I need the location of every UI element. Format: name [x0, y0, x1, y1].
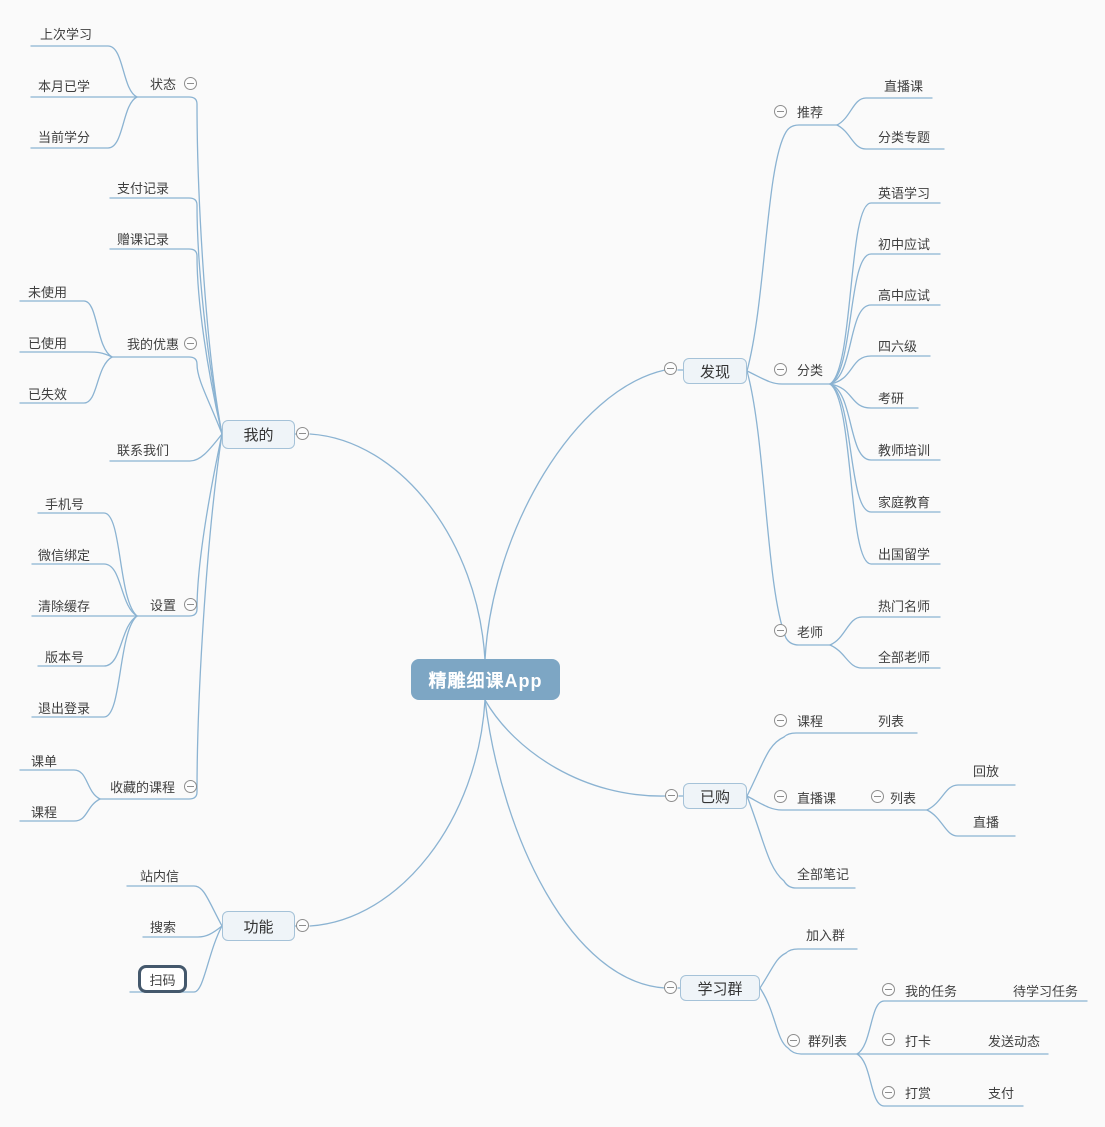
node-clear-cache[interactable]: 清除缓存: [38, 599, 91, 614]
node-course-lists[interactable]: 课单: [31, 754, 58, 769]
node-unused[interactable]: 未使用: [28, 285, 68, 300]
node-month-learned[interactable]: 本月已学: [38, 79, 91, 94]
node-category-topics[interactable]: 分类专题: [878, 130, 931, 145]
collapse-settings-button[interactable]: [184, 598, 197, 611]
node-family-education[interactable]: 家庭教育: [878, 495, 931, 510]
node-hot-teachers[interactable]: 热门名师: [878, 599, 931, 614]
node-collected-courses[interactable]: 收藏的课程: [110, 780, 176, 795]
collapse-purchased-course-button[interactable]: [774, 714, 787, 727]
topic-purchased[interactable]: 已购: [683, 783, 747, 809]
collapse-recommend-button[interactable]: [774, 105, 787, 118]
node-scan-code-selected[interactable]: 扫码: [138, 965, 187, 993]
node-live[interactable]: 直播: [973, 815, 1000, 830]
node-group-list[interactable]: 群列表: [808, 1034, 848, 1049]
collapse-my-coupons-button[interactable]: [184, 337, 197, 350]
collapse-functions-button[interactable]: [296, 919, 309, 932]
collapse-discover-button[interactable]: [664, 362, 677, 375]
node-search[interactable]: 搜索: [150, 920, 177, 935]
node-purchased-course-list[interactable]: 列表: [878, 714, 905, 729]
node-live-course[interactable]: 直播课: [884, 79, 924, 94]
node-status[interactable]: 状态: [150, 77, 177, 92]
collapse-live-list-button[interactable]: [871, 790, 884, 803]
collapse-study-group-button[interactable]: [664, 981, 677, 994]
node-site-message[interactable]: 站内信: [140, 869, 180, 884]
collapse-status-button[interactable]: [184, 77, 197, 90]
node-phone-number[interactable]: 手机号: [45, 497, 85, 512]
node-payment-records[interactable]: 支付记录: [117, 181, 170, 196]
node-gift-course-records[interactable]: 赠课记录: [117, 232, 170, 247]
topic-functions[interactable]: 功能: [222, 911, 295, 941]
node-my-tasks[interactable]: 我的任务: [905, 984, 958, 999]
node-purchased-course[interactable]: 课程: [797, 714, 824, 729]
node-study-abroad[interactable]: 出国留学: [878, 547, 931, 562]
node-contact-us[interactable]: 联系我们: [117, 443, 170, 458]
node-purchased-live-list[interactable]: 列表: [890, 791, 917, 806]
topic-discover[interactable]: 发现: [683, 358, 747, 384]
node-teachers[interactable]: 老师: [797, 625, 824, 640]
node-category[interactable]: 分类: [797, 363, 824, 378]
node-version-number[interactable]: 版本号: [45, 650, 85, 665]
node-postgraduate-exam[interactable]: 考研: [878, 391, 905, 406]
node-reward[interactable]: 打赏: [905, 1086, 932, 1101]
node-senior-exam[interactable]: 高中应试: [878, 288, 931, 303]
node-my-coupons[interactable]: 我的优惠: [127, 337, 180, 352]
topic-study-group[interactable]: 学习群: [680, 975, 760, 1001]
collapse-check-in-button[interactable]: [882, 1033, 895, 1046]
node-english-learning[interactable]: 英语学习: [878, 186, 931, 201]
node-teacher-training[interactable]: 教师培训: [878, 443, 931, 458]
collapse-teachers-button[interactable]: [774, 624, 787, 637]
node-pay[interactable]: 支付: [988, 1086, 1015, 1101]
collapse-my-tasks-button[interactable]: [882, 983, 895, 996]
node-used[interactable]: 已使用: [28, 336, 68, 351]
node-all-notes[interactable]: 全部笔记: [797, 867, 850, 882]
node-todo-study-tasks[interactable]: 待学习任务: [1013, 984, 1079, 999]
topic-my[interactable]: 我的: [222, 420, 295, 449]
node-recommend[interactable]: 推荐: [797, 105, 824, 120]
central-topic[interactable]: 精雕细课App: [411, 659, 560, 700]
collapse-purchased-live-button[interactable]: [774, 790, 787, 803]
node-settings[interactable]: 设置: [150, 598, 177, 613]
node-purchased-live[interactable]: 直播课: [797, 791, 837, 806]
node-current-credits[interactable]: 当前学分: [38, 130, 91, 145]
node-all-teachers[interactable]: 全部老师: [878, 650, 931, 665]
collapse-collected-courses-button[interactable]: [184, 780, 197, 793]
collapse-category-button[interactable]: [774, 363, 787, 376]
collapse-my-button[interactable]: [296, 427, 309, 440]
node-send-update[interactable]: 发送动态: [988, 1034, 1041, 1049]
node-courses[interactable]: 课程: [31, 805, 58, 820]
collapse-reward-button[interactable]: [882, 1086, 895, 1099]
collapse-purchased-button[interactable]: [665, 789, 678, 802]
node-last-study[interactable]: 上次学习: [40, 27, 93, 42]
node-check-in[interactable]: 打卡: [905, 1034, 932, 1049]
node-expired[interactable]: 已失效: [28, 387, 68, 402]
node-junior-exam[interactable]: 初中应试: [878, 237, 931, 252]
node-replay[interactable]: 回放: [973, 764, 1000, 779]
node-cet46[interactable]: 四六级: [878, 339, 918, 354]
collapse-group-list-button[interactable]: [787, 1034, 800, 1047]
node-wechat-binding[interactable]: 微信绑定: [38, 548, 91, 563]
node-join-group[interactable]: 加入群: [806, 928, 846, 943]
node-logout[interactable]: 退出登录: [38, 701, 91, 716]
